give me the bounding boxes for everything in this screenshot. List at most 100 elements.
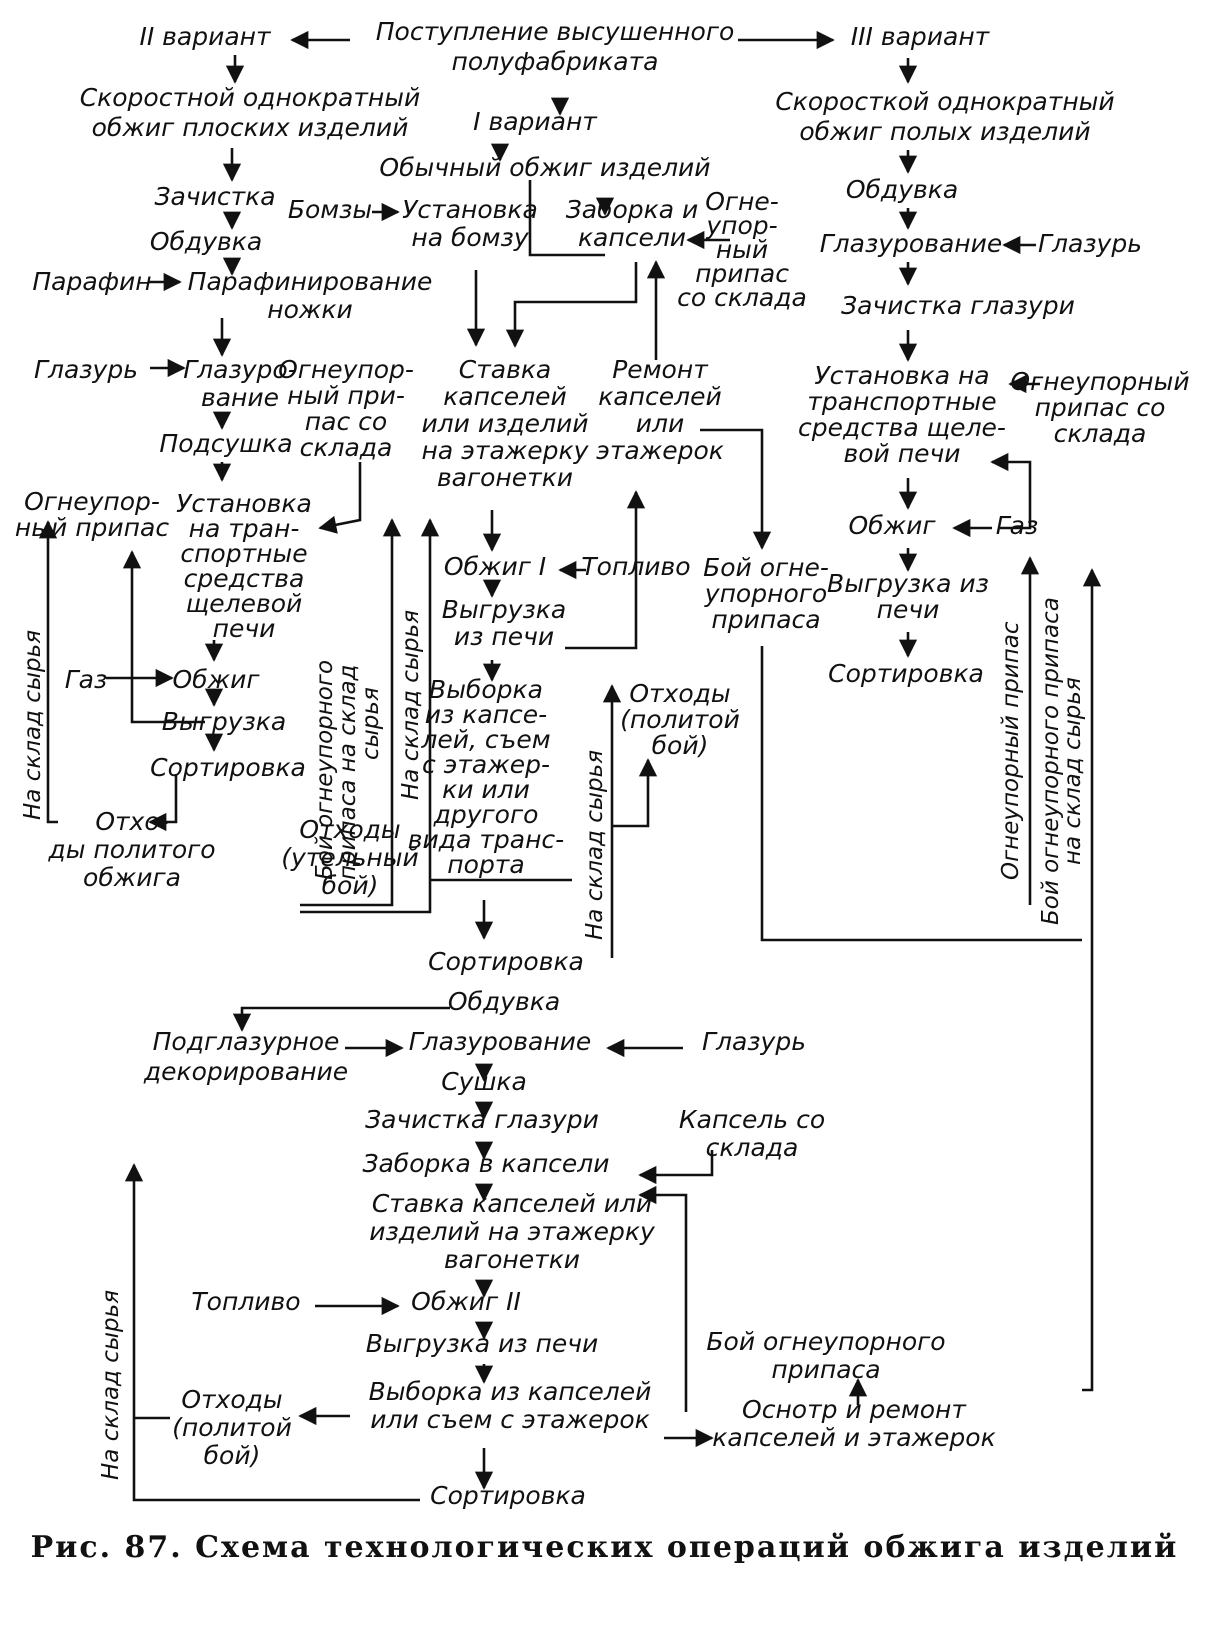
node-line: обжига — [83, 863, 181, 892]
node-v2-gas: Газ — [65, 665, 108, 694]
node-line: печи — [877, 595, 940, 624]
node-line: Огнеупор- — [278, 355, 414, 384]
node-line: Сушка — [441, 1067, 527, 1096]
node-line: пас со — [305, 407, 387, 436]
node-fuel2: Топливо — [191, 1287, 300, 1316]
vlabel-v1-to-store: На склад сырья — [582, 750, 608, 940]
node-line: средства — [184, 564, 305, 593]
node-line: Глазурование — [409, 1027, 592, 1056]
node-line: капселей и этажерок — [712, 1423, 995, 1452]
vlabel-scrap-to-store-c: сырья — [358, 687, 384, 760]
node-line: Ремонт — [612, 355, 709, 384]
node-line: (утельный — [281, 843, 419, 872]
node-line: бой) — [322, 871, 379, 900]
node-v3-glaze: Глазурь — [1038, 229, 1142, 258]
node-line: Обжиг II — [411, 1287, 521, 1316]
node-line: Зачистка — [154, 182, 275, 211]
node-line: Глазуро- — [183, 355, 297, 384]
arrow-bisque-up — [300, 518, 440, 914]
node-line: средства щеле- — [798, 413, 1006, 442]
node-line: Обжиг — [173, 665, 261, 694]
node-v3-firing: Обжиг — [849, 511, 937, 540]
node-line: Сортировка — [828, 659, 984, 688]
arrow-unload-to-repair — [565, 490, 646, 650]
node-line: Сортировка — [428, 947, 584, 976]
node-saggar-fill2: Заборка в капсели — [362, 1149, 609, 1178]
node-line: вагонетки — [437, 463, 573, 492]
vlabel-v3-refractory: Огнеупорный припас — [998, 621, 1024, 880]
node-line: Выгрузка из — [827, 569, 989, 598]
node-line: Бой огнеупорного — [706, 1327, 945, 1356]
node-line: порта — [447, 850, 524, 879]
node-line: Обжиг I — [444, 552, 546, 581]
node-v2-firing: Обжиг — [173, 665, 261, 694]
node-line: (политой — [172, 1413, 292, 1442]
node-line: Отходы — [629, 679, 730, 708]
vlabel-scrap-to-store-b: припаса на склад — [335, 665, 361, 880]
node-line: обжиг плоских изделий — [92, 113, 409, 142]
node-line: Огнеупор- — [24, 487, 160, 516]
node-line: ный припас — [15, 513, 169, 542]
node-line: Обдувка — [150, 227, 262, 256]
node-glazing2: Глазурование — [409, 1027, 592, 1056]
connector-lines — [38, 30, 1102, 1502]
node-line: Выгрузка — [162, 707, 286, 736]
node-v3-glazing: Глазурование — [820, 229, 1003, 258]
node-line: капселей — [598, 382, 722, 411]
node-line: Ставка капселей или — [372, 1189, 652, 1218]
node-line: упор- — [705, 211, 777, 240]
node-line: изделий на этажерку — [369, 1217, 656, 1246]
node-line: Сортировка — [430, 1481, 586, 1510]
node-line: Бомзы — [288, 195, 372, 224]
node-line: Капсель со — [679, 1105, 825, 1134]
arrow-blow-to-underglaze — [232, 1006, 450, 1032]
node-line: упорного — [704, 579, 827, 608]
node-line: Подглазурное — [153, 1027, 340, 1056]
node-line: на бомзу — [411, 223, 529, 252]
node-line: Отхо- — [95, 807, 168, 836]
node-v2-refractory: Огнеупор-ный припас — [15, 487, 169, 542]
node-line: Парафин — [32, 267, 151, 296]
vertical-labels: На склад сырья Бой огнеупорного припаса … — [20, 597, 1086, 1480]
node-line: Сортировка — [150, 753, 306, 782]
node-line: Огне- — [705, 187, 779, 216]
node-v3-glaze-cleaning: Зачистка глазури — [841, 291, 1075, 320]
arrow-waste-to-store — [38, 520, 58, 824]
node-line: Обдувка — [448, 987, 560, 1016]
node-line: Оснотр и ремонт — [742, 1395, 967, 1424]
node-line: Газ — [65, 665, 108, 694]
node-v2-glaze: Глазурь — [34, 355, 138, 384]
node-line: вой печи — [844, 439, 961, 468]
node-line: Скоросткой однократный — [775, 87, 1114, 116]
node-v3-blowing: Обдувка — [846, 175, 958, 204]
node-v2-paraffin: Парафин — [32, 267, 151, 296]
node-line: транспортные — [807, 387, 996, 416]
node-line: Ставка — [459, 355, 552, 384]
node-line: обжиг полых изделий — [799, 117, 1090, 146]
node-line: ный при- — [287, 381, 405, 410]
vlabel-v2-to-store: На склад сырья — [20, 630, 46, 820]
node-v1-sorting: Сортировка — [428, 947, 584, 976]
arrow-v3-recycle — [990, 452, 1032, 530]
node-line: полуфабриката — [452, 47, 659, 76]
node-line: бой) — [204, 1441, 261, 1470]
node-line: III вариант — [851, 22, 991, 51]
node-unloading2: Выгрузка из печи — [366, 1329, 599, 1358]
arrow-repair-to-scrap — [700, 428, 772, 550]
node-line: Топливо — [191, 1287, 300, 1316]
node-v1-firing: Обжиг I — [444, 552, 546, 581]
